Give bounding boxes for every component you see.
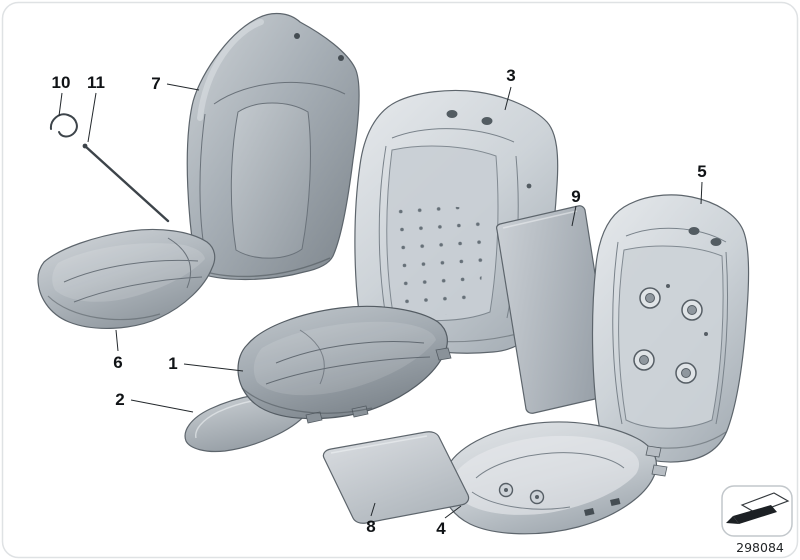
callout-8[interactable]: 8	[366, 517, 375, 536]
legend-icon	[721, 485, 793, 537]
callouts: 1 2 3 4 5 6 7 8 9 10 11	[52, 66, 707, 538]
callout-10[interactable]: 10	[52, 73, 71, 92]
part-seat-cushion-cover	[37, 228, 216, 329]
callout-3[interactable]: 3	[506, 66, 515, 85]
leader-lines	[58, 83, 703, 519]
callout-2[interactable]: 2	[115, 390, 124, 409]
part-retaining-clip	[49, 113, 78, 138]
drawing-number: 298084	[736, 540, 784, 555]
perforation-dots	[395, 205, 483, 316]
headrest-guide-hole-icon	[688, 227, 700, 235]
callout-11[interactable]: 11	[87, 73, 105, 92]
grommet-centers	[639, 293, 697, 378]
clip-tab	[645, 445, 662, 458]
headrest-guide-hole-icon	[481, 117, 493, 125]
headrest-guide-hole-icon	[710, 238, 722, 246]
headrest-guide-hole-icon	[446, 110, 458, 118]
part-backrest-foam-right	[591, 194, 750, 463]
headrest-hole-icon	[338, 55, 344, 61]
clip-tab	[651, 464, 668, 477]
callout-4[interactable]: 4	[436, 519, 446, 538]
part-heating-element-seat	[322, 431, 470, 524]
callout-7[interactable]: 7	[151, 74, 160, 93]
callout-9[interactable]: 9	[571, 187, 580, 206]
part-seat-pad	[237, 305, 452, 424]
part-backrest-cover	[186, 12, 360, 281]
part-seat-foam-bottom	[441, 421, 668, 535]
callout-5[interactable]: 5	[697, 162, 706, 181]
part-retaining-wire	[82, 143, 170, 223]
callout-1[interactable]: 1	[168, 354, 177, 373]
callout-6[interactable]: 6	[113, 353, 122, 372]
grommet-rings	[633, 287, 703, 384]
headrest-hole-icon	[294, 33, 300, 39]
